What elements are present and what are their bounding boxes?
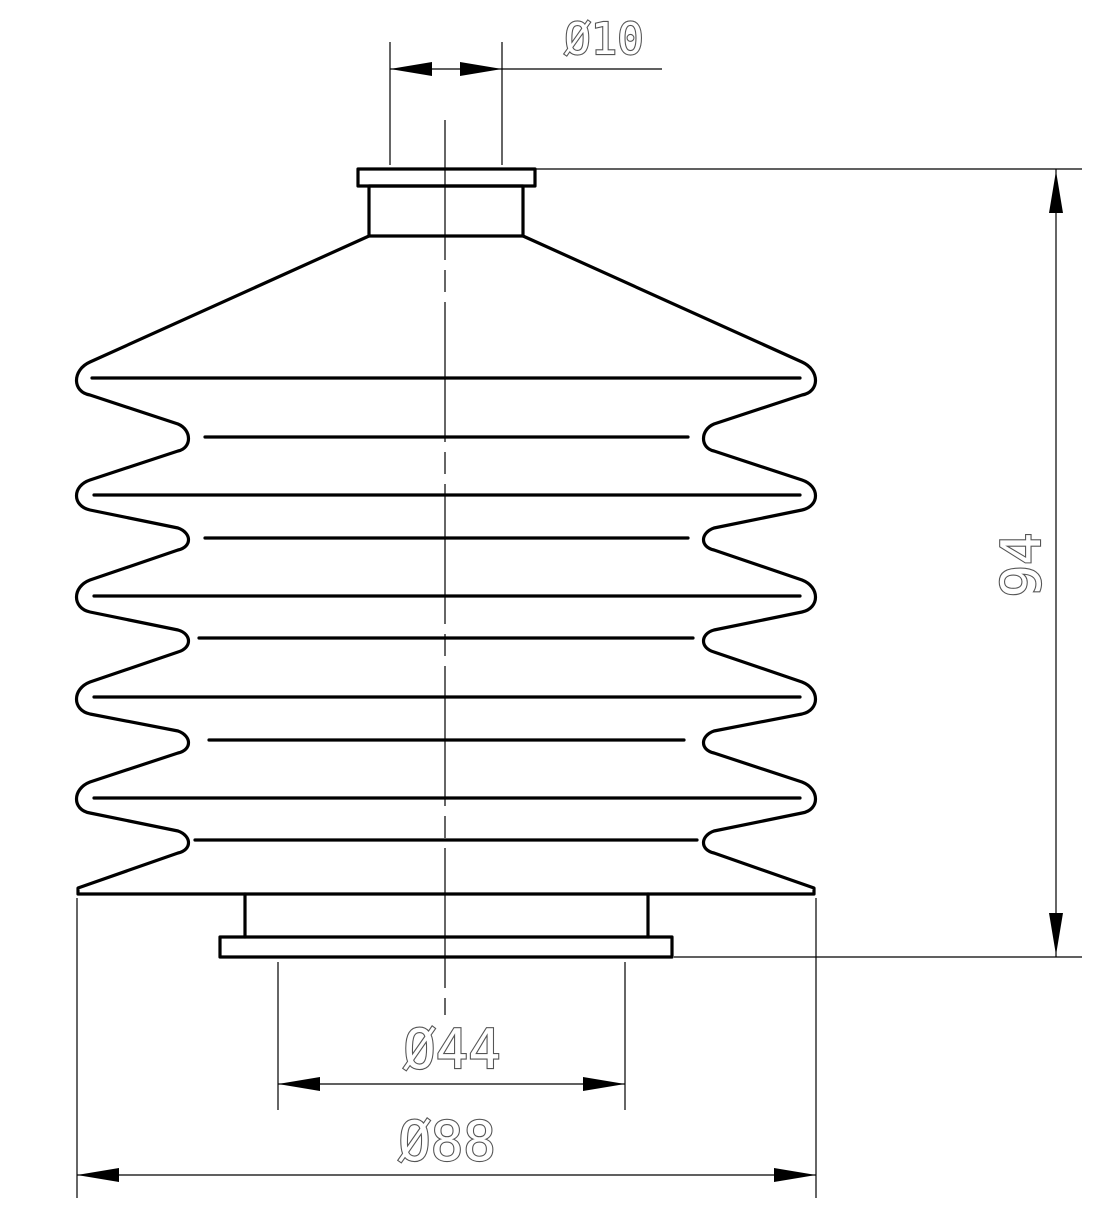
bellows-outline: [74, 234, 818, 896]
fold-lines: [90, 376, 802, 842]
top-diameter-label: Ø10: [564, 14, 643, 65]
arrowhead: [77, 1168, 119, 1182]
bottom-collar: [218, 892, 674, 959]
arrowhead: [390, 62, 432, 76]
top-neck: [367, 184, 525, 238]
dimension-inner-diameter: Ø44: [277, 962, 626, 1110]
top-flange: [356, 167, 537, 188]
dimension-height: 94: [536, 168, 1082, 958]
dimension-outer-diameter: Ø88: [76, 898, 817, 1198]
bottom-flange: [218, 935, 674, 959]
arrowhead: [460, 62, 502, 76]
arrowhead: [774, 1168, 816, 1182]
outer-diameter-label: Ø88: [398, 1110, 496, 1173]
dimension-top-diameter: Ø10: [389, 13, 662, 165]
height-label: 94: [990, 532, 1053, 597]
arrowhead: [1049, 171, 1063, 213]
arrowhead: [1049, 913, 1063, 955]
top-nozzle: [356, 167, 537, 238]
inner-diameter-label: Ø44: [403, 1018, 501, 1081]
arrowhead: [583, 1077, 625, 1091]
arrowhead: [278, 1077, 320, 1091]
